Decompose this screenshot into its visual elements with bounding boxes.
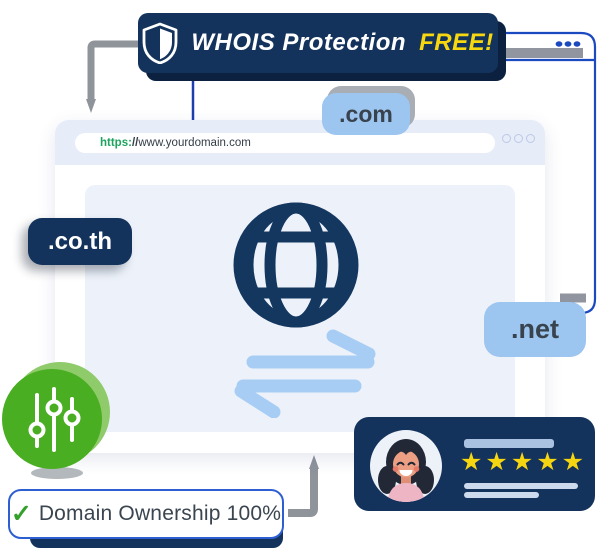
coth-badge: .co.th (28, 218, 132, 265)
settings-circle (2, 362, 110, 479)
window-controls (502, 134, 535, 143)
free-badge: FREE! (419, 29, 494, 56)
whois-banner: WHOIS Protection FREE! (138, 13, 498, 73)
review-card: ★★★★★ (354, 417, 595, 511)
window-dot (526, 134, 535, 143)
browser-window: https://www.yourdomain.com (55, 120, 545, 453)
transfer-arrows-icon (234, 329, 376, 418)
star-rating: ★★★★★ (460, 448, 588, 476)
com-badge: .com (322, 93, 410, 135)
window-dot (514, 134, 523, 143)
url-scheme: https: (100, 137, 132, 149)
connector-banner-to-browser (86, 40, 140, 113)
wireframe-window-dots (555, 41, 581, 47)
name-placeholder-bar (464, 439, 554, 448)
ownership-badge: ✓ Domain Ownership 100% (8, 489, 284, 539)
shield-icon (143, 22, 178, 64)
net-badge: .net (484, 302, 586, 357)
sliders-icon (28, 387, 81, 452)
check-icon: ✓ (10, 499, 32, 528)
browser-header: https://www.yourdomain.com (55, 120, 545, 165)
address-bar[interactable]: https://www.yourdomain.com (75, 133, 495, 153)
url-slashes: // (131, 137, 139, 149)
banner-title: WHOIS Protection (191, 29, 407, 56)
url-host: www.yourdomain.com (138, 137, 251, 149)
window-dot (502, 134, 511, 143)
globe-icon (233, 202, 359, 328)
text-placeholder-line (464, 492, 539, 498)
text-placeholder-line (464, 483, 578, 489)
avatar (370, 430, 442, 502)
ownership-label: Domain Ownership 100% (38, 502, 282, 525)
